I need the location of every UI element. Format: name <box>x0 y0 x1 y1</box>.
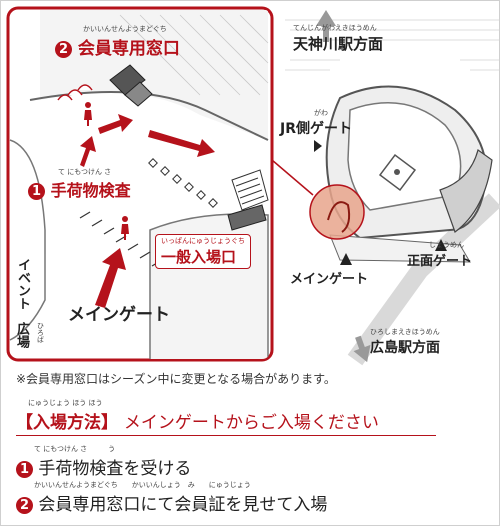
baggage-check-number: 1 <box>28 183 45 200</box>
instructions-heading: にゅうじょう ほう ほう 【入場方法】 メインゲートからご入場ください <box>16 398 436 436</box>
map-note: ※会員専用窓口はシーズン中に変更となる場合があります。 <box>16 372 336 386</box>
baggage-check-text: 手荷物検査 <box>50 181 131 200</box>
event-plaza-label2: 広場 ひろば <box>12 322 46 352</box>
tenjingawa-station-ruby: てんじんがわえきほうめん <box>293 24 377 32</box>
main-gate-label-right: メインゲート <box>290 272 369 287</box>
instructions-subtitle: メインゲートからご入場ください <box>123 413 379 433</box>
event-plaza-label: イベント <box>13 258 32 310</box>
step-1-text: 手荷物検査を受ける <box>38 459 192 479</box>
event-plaza-ruby: ひろば <box>36 322 45 343</box>
jr-gate-marker <box>314 140 322 152</box>
baggage-check-label: て にもつけん さ 1 手荷物検査 <box>28 167 131 201</box>
infield-diamond <box>378 153 417 192</box>
general-entrance-ruby: いっぱんにゅうじょうぐち <box>161 237 245 245</box>
arrow-up-tenjingawa <box>316 10 336 42</box>
jr-gate-ruby: がわ <box>314 109 328 117</box>
member-window-number: 2 <box>55 40 72 58</box>
step-2-text: 会員専用窓口にて会員証を見せて入場 <box>38 495 328 515</box>
baggage-check-ruby: て にもつけん さ <box>58 168 112 176</box>
instruction-step-1: て にもつけん さ う 1 手荷物検査を受ける <box>16 444 191 479</box>
hiroshima-station-text: 広島駅方面 <box>370 340 440 356</box>
member-window-text: 会員専用窓口 <box>77 39 180 59</box>
stadium-field <box>347 101 462 211</box>
member-window-ruby: かいいんせんようまどぐち <box>83 25 167 33</box>
tenjingawa-station-text: 天神川駅方面 <box>293 35 384 53</box>
general-entrance-text: 一般入場口 <box>161 248 237 266</box>
hiroshima-station-label: ひろしまえきほうめん 広島駅方面 <box>370 327 440 357</box>
stadium-stands <box>439 149 493 233</box>
tenjingawa-station-label: てんじんがわえきほうめん 天神川駅方面 <box>293 23 383 54</box>
main-gate-highlight <box>309 184 365 240</box>
step-2-ruby: かいいんせんようまどぐち かいいんしょう み にゅうじょう <box>34 481 251 489</box>
main-gate-marker <box>340 253 352 265</box>
walkway-lower <box>329 234 471 263</box>
step-2-number: 2 <box>16 496 33 514</box>
instructions-title-ruby: にゅうじょう ほう ほう <box>28 399 103 407</box>
jr-gate-label: がわ JR側ゲート <box>280 108 352 138</box>
inset-map <box>6 6 274 362</box>
event-plaza-text2: 広場 <box>14 322 29 348</box>
front-gate-ruby: しょうめん <box>429 241 464 249</box>
member-window-label: かいいんせんようまどぐち 2 会員専用窓口 <box>55 24 180 59</box>
main-gate-label-inset: メインゲート <box>68 305 170 325</box>
instructions-title: 【入場方法】 <box>16 413 118 433</box>
front-gate-text: 正面ゲート <box>407 254 473 269</box>
front-gate-label: しょうめん 正面ゲート <box>407 240 472 269</box>
road-diagonal <box>347 193 500 366</box>
front-gate-marker <box>435 239 447 251</box>
event-plaza-text: イベント <box>15 258 30 310</box>
person-icon <box>84 102 92 126</box>
general-entrance-label: いっぱんにゅうじょうぐち 一般入場口 <box>155 234 251 269</box>
instruction-step-2: かいいんせんようまどぐち かいいんしょう み にゅうじょう 2 会員専用窓口にて… <box>16 480 327 515</box>
jr-gate-text: JR側ゲート <box>280 121 352 137</box>
step-1-number: 1 <box>16 460 33 478</box>
step-1-ruby: て にもつけん さ う <box>34 445 116 453</box>
arrow-down-hiroshima <box>353 335 371 363</box>
inset-connector <box>271 159 314 196</box>
hiroshima-station-ruby: ひろしまえきほうめん <box>370 328 440 336</box>
